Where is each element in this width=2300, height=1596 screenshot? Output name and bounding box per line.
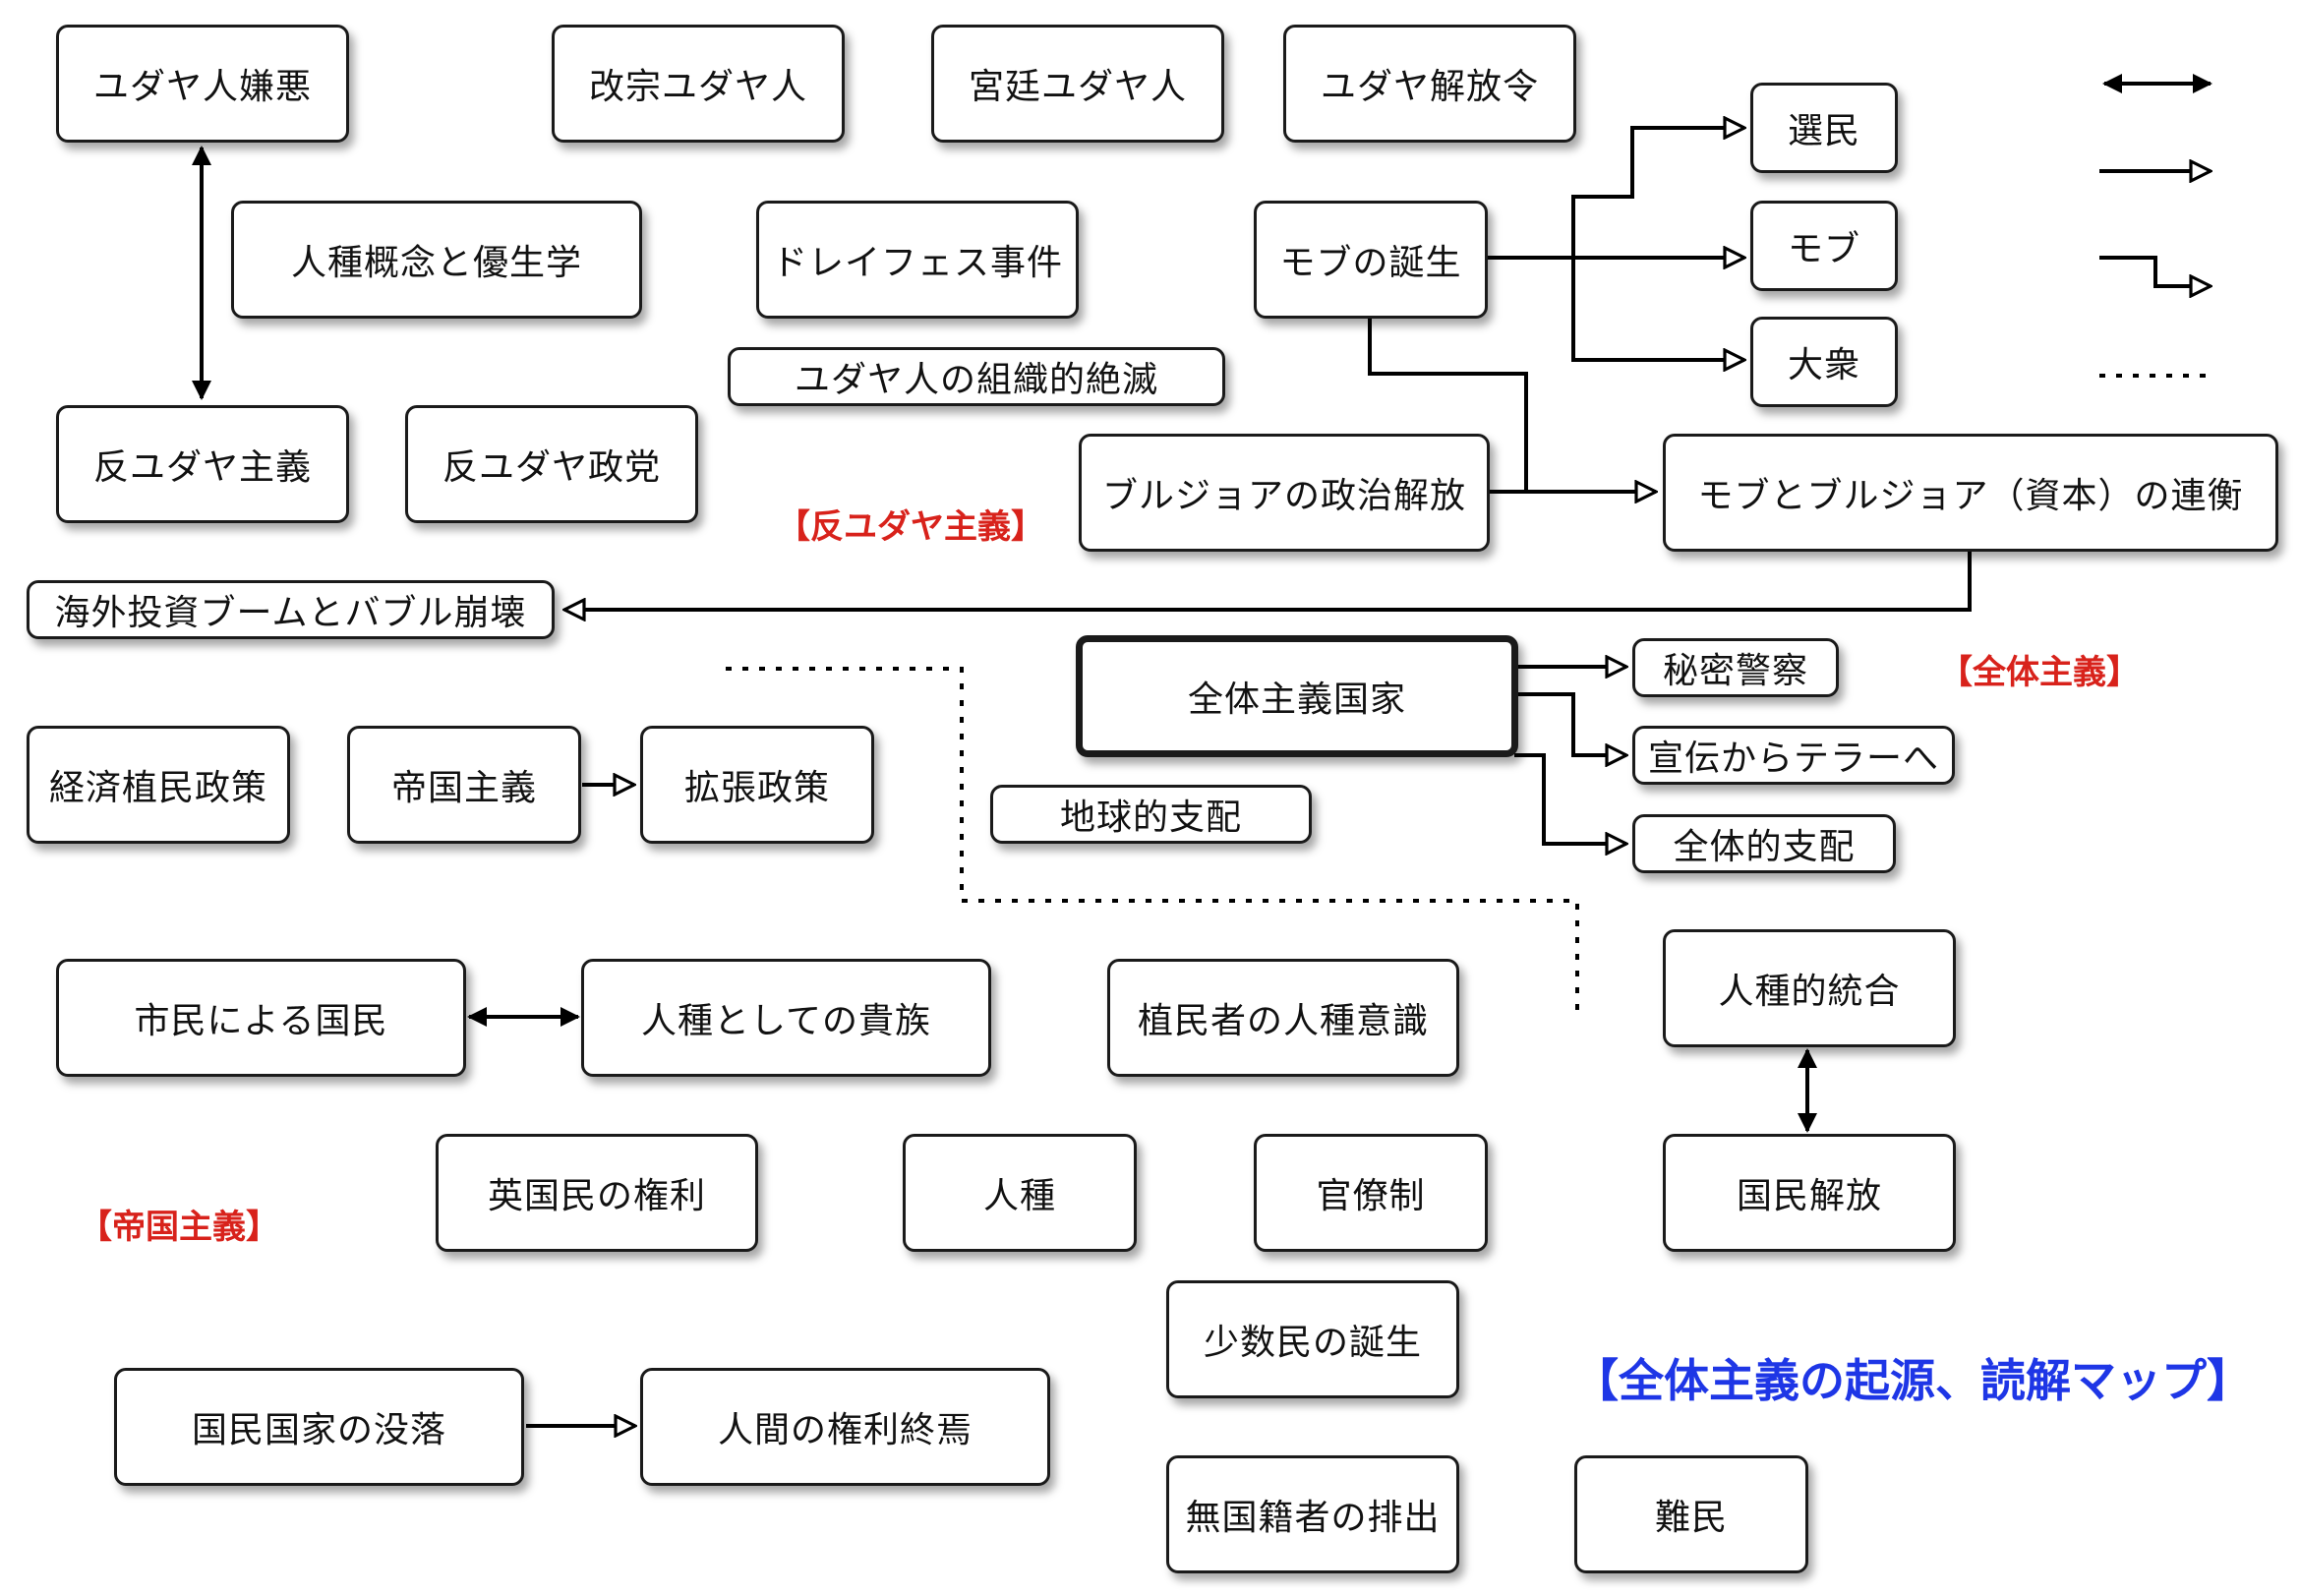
node-civic-nation: 市民による国民 xyxy=(56,959,466,1077)
node-race-eugenics: 人種概念と優生学 xyxy=(231,201,642,319)
node-antisemitism: 反ユダヤ主義 xyxy=(56,405,349,523)
node-bureaucracy: 官僚制 xyxy=(1254,1134,1488,1252)
node-mob-birth: モブの誕生 xyxy=(1254,201,1488,319)
node-mob-bourgeois-alliance: モブとブルジョア（資本）の連衡 xyxy=(1663,434,2278,552)
node-race: 人種 xyxy=(903,1134,1137,1252)
edge-state-domination xyxy=(1514,753,1626,844)
node-end-human-rights: 人間の権利終焉 xyxy=(640,1368,1050,1486)
edge-mob-birth-alliance xyxy=(1368,317,1528,492)
node-global-domination: 地球的支配 xyxy=(990,785,1312,844)
node-dreyfus: ドレイフェス事件 xyxy=(756,201,1079,319)
edge-mob-birth-chosen-people xyxy=(1487,128,1744,260)
node-total-domination: 全体的支配 xyxy=(1632,814,1896,873)
node-totalitarian-state: 全体主義国家 xyxy=(1076,635,1518,757)
node-national-liberation: 国民解放 xyxy=(1663,1134,1956,1252)
node-emancipation-edict: ユダヤ解放令 xyxy=(1283,25,1576,143)
node-secret-police: 秘密警察 xyxy=(1632,638,1839,697)
node-expansion: 拡張政策 xyxy=(640,726,874,844)
node-mob: モブ xyxy=(1750,201,1898,291)
node-racial-integration: 人種的統合 xyxy=(1663,929,1956,1047)
section-label-antisemitism: 【反ユダヤ主義】 xyxy=(777,507,1044,547)
edge-mob-birth-masses xyxy=(1571,197,1744,360)
node-propaganda-terror: 宣伝からテラーへ xyxy=(1632,726,1955,785)
legend-elbow-arrow xyxy=(2099,256,2211,286)
node-minorities: 少数民の誕生 xyxy=(1166,1280,1459,1398)
node-bourgeois-emancipation: ブルジョアの政治解放 xyxy=(1079,434,1490,552)
node-converted-jews: 改宗ユダヤ人 xyxy=(552,25,845,143)
section-label-imperialism: 【帝国主義】 xyxy=(79,1208,279,1247)
edge-state-propaganda xyxy=(1514,692,1626,755)
node-court-jews: 宮廷ユダヤ人 xyxy=(931,25,1224,143)
node-english-rights: 英国民の権利 xyxy=(436,1134,758,1252)
section-divider-dotted xyxy=(726,667,1579,1018)
node-refugees: 難民 xyxy=(1574,1455,1808,1573)
node-chosen-people: 選民 xyxy=(1750,83,1898,173)
node-jew-hatred: ユダヤ人嫌悪 xyxy=(56,25,349,143)
node-race-aristocracy: 人種としての貴族 xyxy=(581,959,991,1077)
node-economic-colonial: 経済植民政策 xyxy=(27,726,290,844)
node-colonist-race: 植民者の人種意識 xyxy=(1107,959,1459,1077)
edge-alliance-bubble xyxy=(564,551,1972,610)
node-imperialism: 帝国主義 xyxy=(347,726,581,844)
node-stateless: 無国籍者の排出 xyxy=(1166,1455,1459,1573)
section-label-totalitarianism: 【全体主義】 xyxy=(1939,653,2140,692)
node-nation-state-decline: 国民国家の没落 xyxy=(114,1368,524,1486)
node-masses: 大衆 xyxy=(1750,317,1898,407)
node-antisemitic-party: 反ユダヤ政党 xyxy=(405,405,698,523)
node-extermination: ユダヤ人の組織的絶滅 xyxy=(728,347,1225,406)
map-title: 【全体主義の起源、読解マップ】 xyxy=(1573,1354,2252,1407)
node-bubble: 海外投資ブームとバブル崩壊 xyxy=(27,580,555,639)
